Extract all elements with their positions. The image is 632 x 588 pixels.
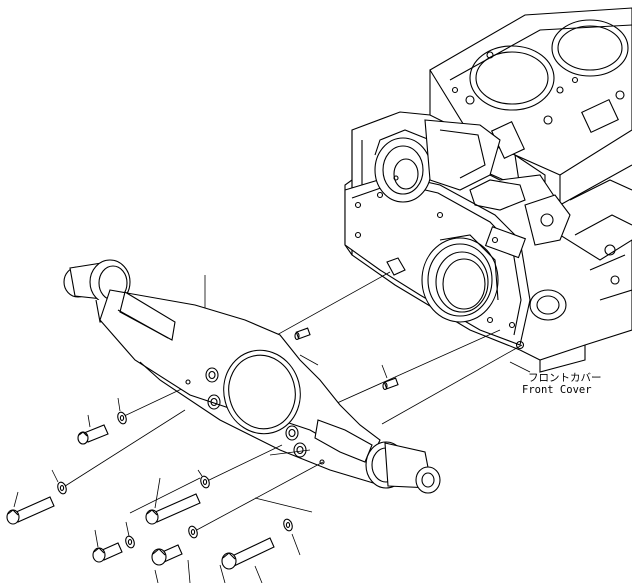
bolt-long-2 — [145, 493, 201, 525]
engine-block — [344, 7, 632, 373]
bolt-short-1 — [77, 424, 109, 445]
front-cover-label-en: Front Cover — [522, 384, 592, 396]
dowel-pins — [294, 327, 399, 391]
bolt-short-2 — [92, 542, 123, 563]
bolts — [6, 424, 275, 570]
front-cover-callout: フロントカバー Front Cover — [522, 372, 602, 396]
bolt-short-3 — [151, 544, 183, 566]
front-support-bracket — [63, 259, 441, 494]
front-cover-label-jp: フロントカバー — [528, 372, 602, 384]
washers — [57, 411, 293, 549]
bolt-long-1 — [6, 496, 55, 525]
bolt-long-3 — [221, 537, 275, 570]
callout-leaders — [13, 361, 531, 584]
